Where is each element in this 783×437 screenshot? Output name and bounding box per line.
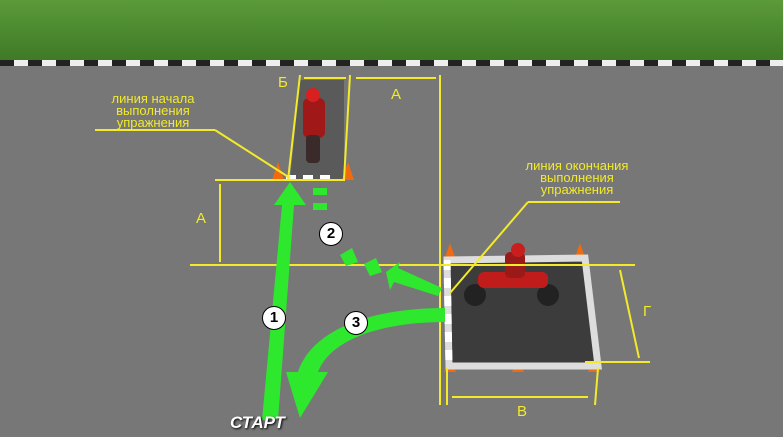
label-line: упражнения <box>116 115 190 130</box>
dimension-a-left: А <box>196 210 207 227</box>
scooter <box>303 88 325 163</box>
label-line: линия начала <box>111 91 195 106</box>
label-line: выполнения <box>116 103 190 118</box>
curb <box>0 60 783 66</box>
route-arrow-1 <box>262 182 306 420</box>
motorcycle <box>464 243 559 306</box>
finish-line-label: линия окончания выполнения упражнения <box>502 158 652 197</box>
dimension-g: Г <box>643 303 652 320</box>
start-line-marks <box>286 175 330 180</box>
label-line: упражнения <box>540 182 614 197</box>
start-label: СТАРТ <box>230 413 285 432</box>
dimension-v: В <box>517 403 528 420</box>
start-line-label: линия начала выполнения упражнения <box>88 91 218 130</box>
dimension-a-top: А <box>391 86 402 103</box>
guide-lines <box>95 74 650 406</box>
label-line: линия окончания <box>525 158 629 173</box>
dimension-b: Б <box>278 74 288 91</box>
grass <box>0 0 783 60</box>
step-3-badge: 3 <box>344 311 368 335</box>
label-line: выполнения <box>540 170 614 185</box>
route-arrow-2 <box>313 188 442 296</box>
step-2-badge: 2 <box>319 222 343 246</box>
step-1-badge: 1 <box>262 306 286 330</box>
